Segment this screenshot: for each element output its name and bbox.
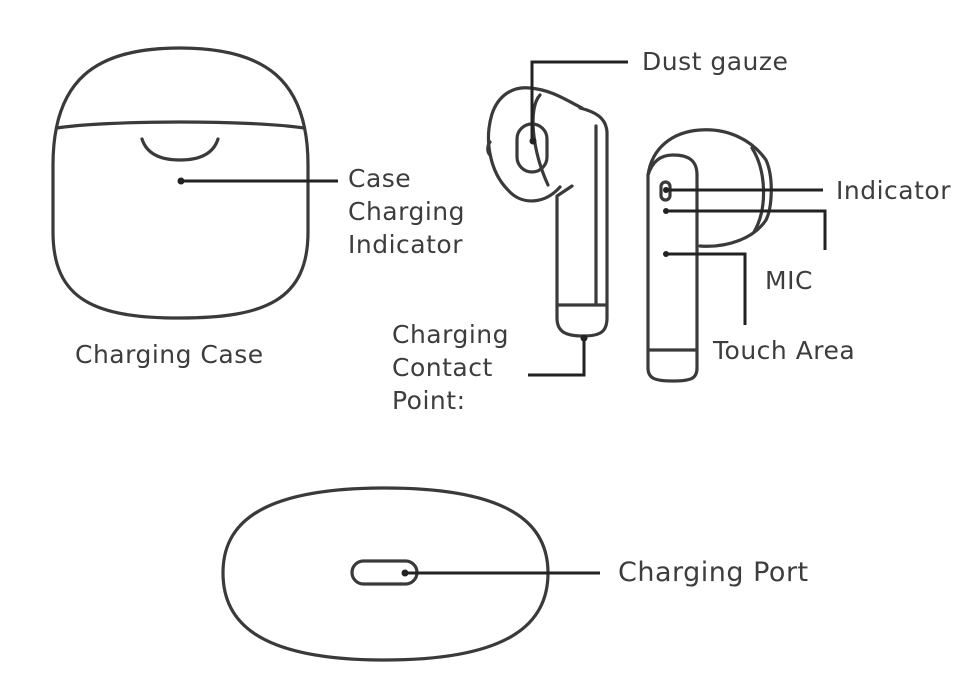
- charging-contact-leader: [528, 338, 586, 377]
- left-earbud-side-hole: [486, 140, 492, 157]
- left-earbud-head: [486, 86, 584, 203]
- case-thumb-notch: [140, 137, 220, 162]
- left-earbud-drawing: [486, 60, 628, 377]
- mic-label: MIC: [765, 266, 813, 295]
- touch-area-label: Touch Area: [713, 336, 856, 365]
- mic-touch-leader: [666, 252, 747, 325]
- charging-port-label: Charging Port: [618, 557, 809, 588]
- case-bottom-drawing: [221, 486, 600, 662]
- indicator-leader-2: [666, 209, 827, 250]
- left-earbud-stem: [555, 106, 609, 338]
- case-indicator-line-1: Case: [348, 164, 412, 193]
- dust-gauze-leader: [530, 60, 628, 141]
- case-bottom-outline: [221, 486, 550, 662]
- case-charging-indicator-label: Case Charging Indicator: [348, 162, 465, 261]
- charging-contact-point-label: Charging Contact Point:: [392, 318, 509, 417]
- case-charging-indicator-dot: [177, 177, 185, 185]
- case-indicator-line-3: Indicator: [348, 230, 463, 259]
- case-body-outline: [51, 46, 310, 320]
- contact-point-line-2: Contact: [392, 353, 493, 382]
- charging-case-drawing: [51, 46, 338, 320]
- charging-case-label: Charging Case: [75, 340, 264, 369]
- dust-gauze-label: Dust gauze: [642, 47, 789, 76]
- contact-point-line-3: Point:: [392, 386, 466, 415]
- indicator-label: Indicator: [836, 176, 951, 205]
- case-lid-line: [55, 120, 306, 130]
- contact-point-line-1: Charging: [392, 320, 509, 349]
- right-earbud-stem: [646, 153, 699, 383]
- right-earbud-drawing: [646, 128, 827, 383]
- case-indicator-line-2: Charging: [348, 197, 465, 226]
- right-earbud-head: [646, 128, 773, 248]
